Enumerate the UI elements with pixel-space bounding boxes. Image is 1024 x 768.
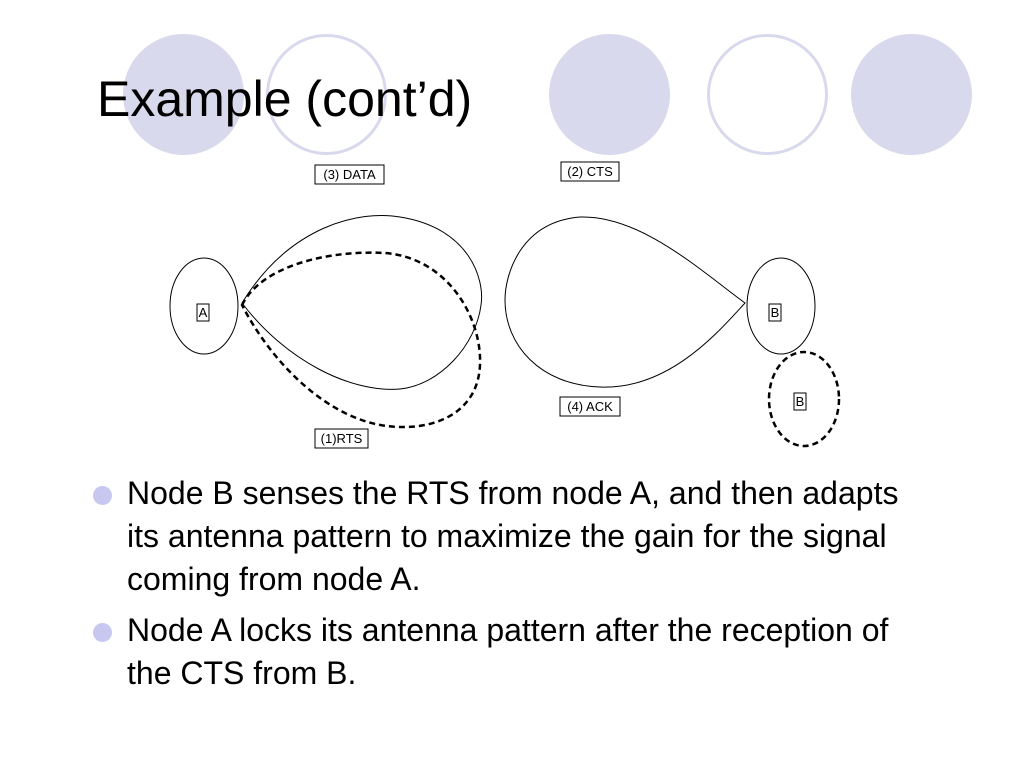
decor-circle-4 (707, 34, 828, 155)
node-a-pattern (169, 257, 239, 355)
node-b-pattern (746, 257, 816, 355)
data-label-box (314, 164, 385, 185)
node-a-lobe (241, 214, 483, 390)
ack-label: (4) ACK (567, 399, 613, 414)
node-a-label: A (199, 305, 208, 320)
rts-label: (1)RTS (321, 431, 363, 446)
cts-label-box (560, 161, 620, 182)
bullet-text: Node A locks its antenna pattern after t… (127, 612, 889, 691)
slide-title: Example (cont’d) (97, 71, 473, 127)
node-b-label: B (771, 305, 780, 320)
node-a-label-box (196, 303, 210, 322)
rts-label-box (314, 428, 369, 449)
decor-circle-1 (123, 34, 244, 155)
node-b-moved-pattern (767, 350, 841, 448)
ack-label-box (559, 396, 621, 417)
bullet-list: Node B senses the RTS from node A, and t… (92, 472, 932, 703)
node-b-label-box (768, 303, 782, 322)
node-b-moved-label-box (793, 392, 807, 411)
bullet-dot-icon (93, 486, 112, 505)
decor-circle-3 (549, 34, 670, 155)
cts-label: (2) CTS (567, 164, 613, 179)
node-b-lobe (504, 216, 746, 388)
bullet-item: Node A locks its antenna pattern after t… (92, 609, 932, 695)
data-label: (3) DATA (323, 167, 376, 182)
decor-circle-2 (266, 34, 387, 155)
bullet-item: Node B senses the RTS from node A, and t… (92, 472, 932, 601)
bullet-dot-icon (93, 623, 112, 642)
bullet-text: Node B senses the RTS from node A, and t… (127, 475, 899, 597)
node-b-moved-label: B (796, 394, 805, 409)
node-a-rts-lobe (240, 251, 482, 429)
decor-circle-5 (851, 34, 972, 155)
